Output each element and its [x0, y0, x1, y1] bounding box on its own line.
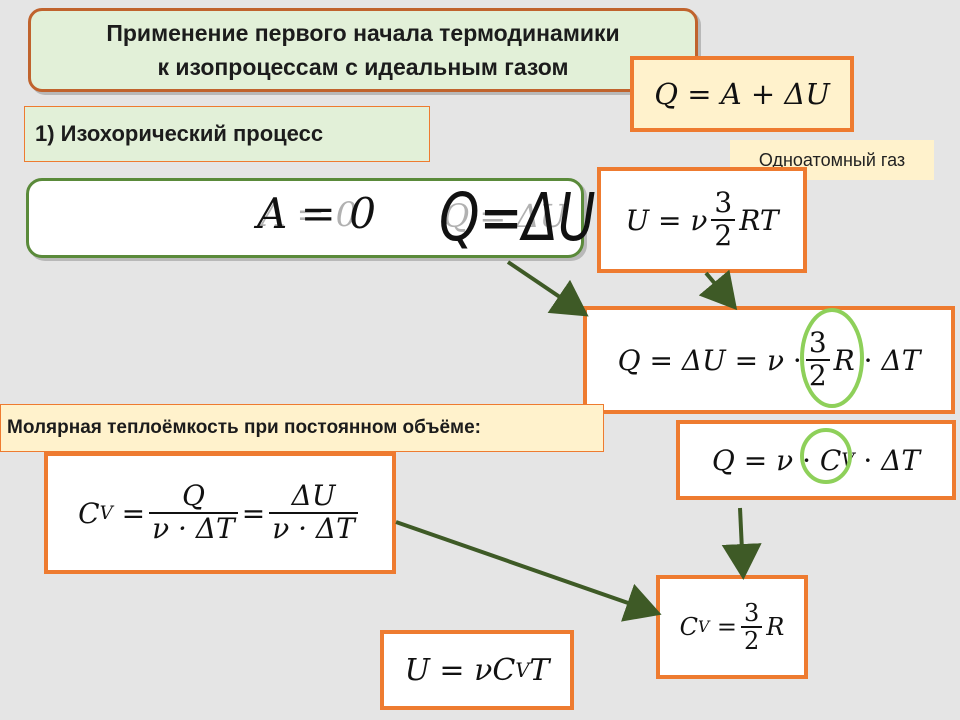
- arrow-definition-to-result: [395, 520, 662, 622]
- monatomic-label-text: Одноатомный газ: [758, 149, 906, 170]
- symbol-c: C: [492, 652, 516, 688]
- plus-sign: +: [750, 77, 776, 111]
- symbol-a: A: [720, 77, 742, 111]
- title-line-2: к изопроцессам с идеальным газом: [157, 54, 569, 80]
- ghost-q-du: Q = ΔU: [443, 197, 567, 235]
- dot-operator: ·: [863, 343, 873, 377]
- slide-title: Применение первого начала термодинамики …: [28, 8, 698, 92]
- work-zero-formula: A = 0: [257, 189, 376, 238]
- dot-operator: ·: [863, 443, 873, 477]
- first-law-formula: Q = A + ΔU: [630, 56, 854, 132]
- symbol-c: C: [819, 443, 842, 477]
- symbol-r: R: [833, 343, 855, 377]
- section-isochoric: 1) Изохорический процесс: [24, 106, 430, 162]
- symbol-t: T: [529, 652, 550, 688]
- isochoric-condition-box: A = 0 A = 0 Q = ΔU Q=ΔU: [26, 178, 596, 258]
- symbol-q: Q: [711, 443, 735, 477]
- equals-sign: =: [743, 443, 768, 477]
- equals-sign: =: [649, 343, 673, 377]
- symbol-q: Q: [617, 343, 641, 377]
- arrow-condition-to-chain: [506, 260, 589, 317]
- symbol-delta-t: ΔT: [881, 343, 921, 377]
- subscript-v: V: [841, 449, 855, 471]
- subscript-v: V: [515, 658, 530, 682]
- symbol-nu: ν: [766, 343, 785, 377]
- symbol-rt: RT: [739, 203, 779, 237]
- symbol-q: Q: [654, 77, 678, 111]
- molar-heat-capacity-label: Молярная теплоёмкость при постоянном объ…: [0, 404, 604, 452]
- symbol-c: C: [78, 496, 100, 530]
- molar-label-text: Молярная теплоёмкость при постоянном объ…: [7, 417, 482, 438]
- arrow-heat-cv-to-result: [721, 507, 762, 580]
- dot-operator: ·: [802, 443, 811, 477]
- subscript-v: V: [99, 502, 113, 524]
- equals-sign: =: [687, 77, 712, 111]
- symbol-delta-t: ΔT: [881, 443, 921, 477]
- dot-operator: ·: [792, 343, 802, 377]
- equals-sign: =: [241, 496, 266, 530]
- symbol-u: U: [404, 652, 430, 688]
- q-equals-du-formula: Q=ΔU: [439, 179, 596, 256]
- symbol-nu: ν: [474, 652, 493, 688]
- equals-sign: =: [716, 613, 738, 641]
- section-label: 1) Изохорический процесс: [35, 121, 324, 146]
- symbol-r: R: [766, 613, 785, 641]
- symbol-c: C: [679, 613, 698, 641]
- equals-sign: =: [658, 203, 682, 237]
- symbol-delta-u: ΔU: [784, 77, 830, 111]
- equals-sign: =: [734, 343, 759, 377]
- symbol-nu: ν: [776, 443, 794, 477]
- ghost-a-zero: A = 0: [261, 195, 358, 235]
- symbol-nu: ν: [690, 203, 708, 237]
- equals-sign: =: [439, 652, 465, 688]
- arrow-monatomic-to-chain: [698, 269, 738, 311]
- symbol-u: U: [625, 203, 650, 237]
- symbol-delta-u: ΔU: [681, 343, 726, 377]
- subscript-v: V: [698, 618, 710, 636]
- equals-sign: =: [121, 496, 146, 530]
- title-line-1: Применение первого начала термодинамики: [106, 20, 620, 46]
